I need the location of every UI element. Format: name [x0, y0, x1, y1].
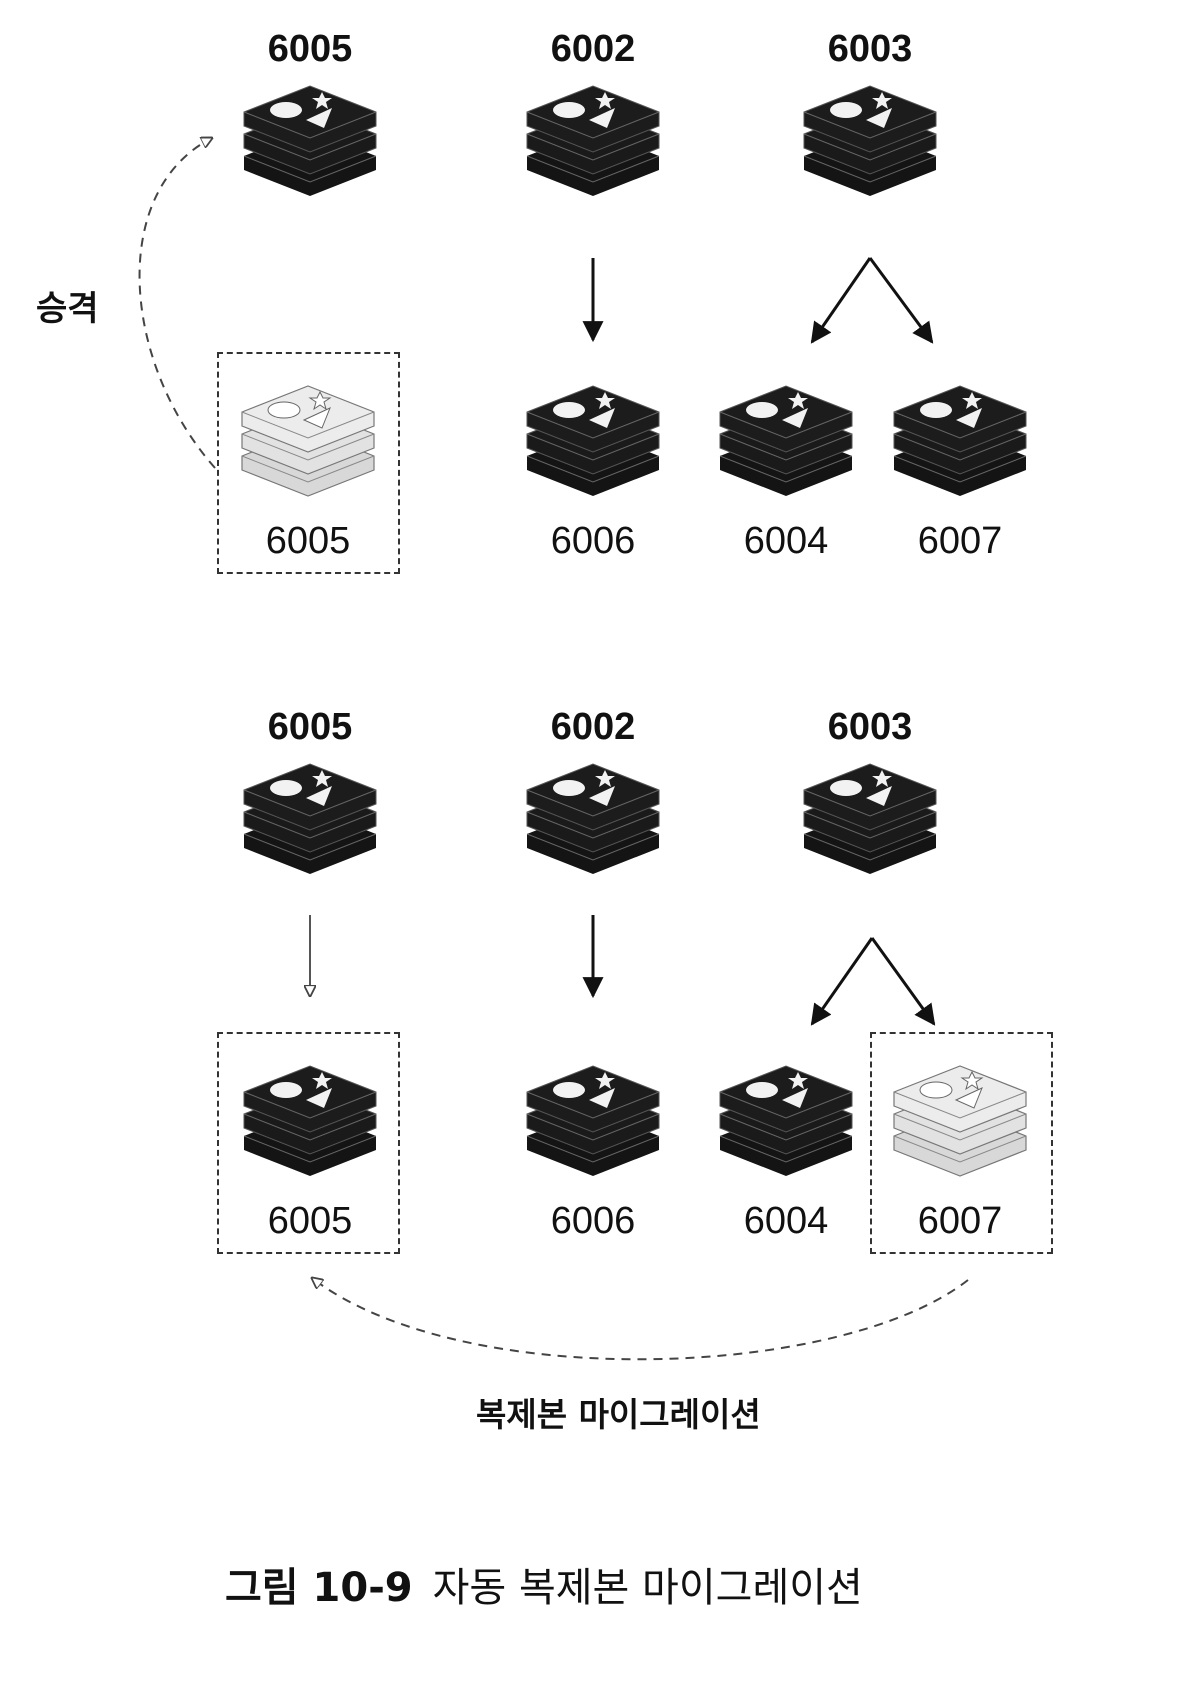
master-label-6005-bottom: 6005: [267, 706, 353, 748]
migrated-replica-box: [870, 1032, 1053, 1254]
figure-number: 그림 10-9: [225, 1565, 413, 1611]
replica-label-6006-top: 6006: [550, 520, 636, 562]
migration-label: 복제본 마이그레이션: [476, 1395, 761, 1434]
master-label-6002-top: 6002: [550, 28, 636, 70]
figure-title: 자동 복제본 마이그레이션: [432, 1565, 863, 1611]
replication-arrow-6003-6004-bottom: [810, 937, 874, 1026]
replica-label-6005-top: 6005: [265, 520, 351, 562]
migration-arrow: [312, 1278, 969, 1361]
replica-label-6004-bottom: 6004: [743, 1200, 829, 1242]
replica-label-6007-top: 6007: [917, 520, 1003, 562]
replication-arrow-6003-6007-bottom: [870, 937, 936, 1026]
master-label-6003-top: 6003: [827, 28, 913, 70]
promoted-replica-box: [217, 352, 400, 574]
replication-arrow-6003-6007-top: [868, 257, 934, 344]
master-label-6002-bottom: 6002: [550, 706, 636, 748]
replica-label-6004-top: 6004: [743, 520, 829, 562]
replica-label-6005-bottom: 6005: [267, 1200, 353, 1242]
replication-arrow-6003-6004-top: [810, 257, 872, 344]
figure-caption: 그림 10-9 자동 복제본 마이그레이션: [225, 1568, 863, 1608]
promotion-label: 승격: [36, 289, 99, 329]
master-label-6003-bottom: 6003: [827, 706, 913, 748]
master-label-6005-top: 6005: [267, 28, 353, 70]
replica-label-6007-bottom: 6007: [917, 1200, 1003, 1242]
promotion-arrow: [138, 138, 216, 469]
replica-label-6006-bottom: 6006: [550, 1200, 636, 1242]
replica-box-6005-bottom: [217, 1032, 400, 1254]
